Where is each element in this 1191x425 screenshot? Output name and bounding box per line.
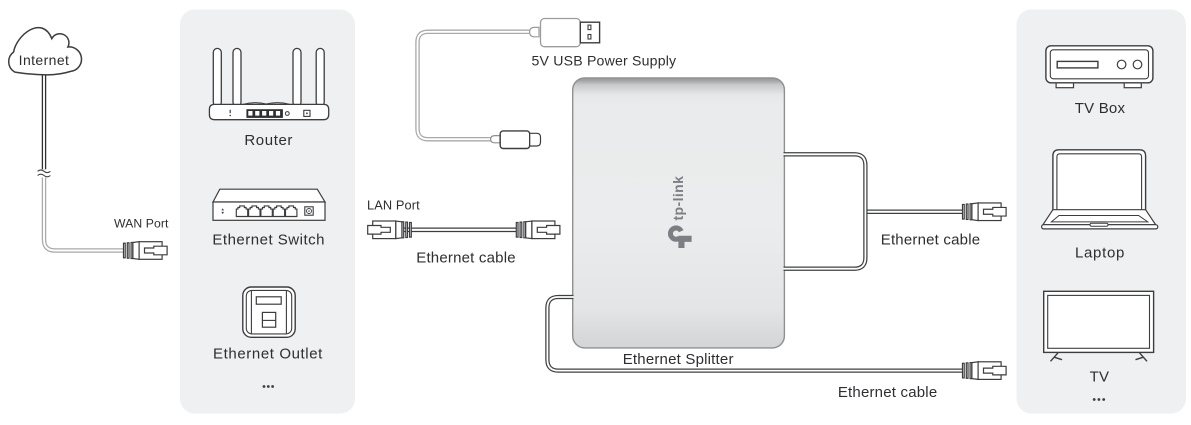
svg-text:WAN Port: WAN Port <box>114 217 169 231</box>
svg-text:Ethernet cable: Ethernet cable <box>838 384 938 401</box>
svg-text:Ethernet Outlet: Ethernet Outlet <box>213 345 323 362</box>
svg-text:Ethernet Splitter: Ethernet Splitter <box>623 351 734 368</box>
svg-text:Ethernet Switch: Ethernet Switch <box>212 231 325 248</box>
svg-text:Ethernet cable: Ethernet cable <box>416 250 516 267</box>
svg-text:5V USB Power Supply: 5V USB Power Supply <box>532 53 678 69</box>
svg-text:Router: Router <box>244 132 293 149</box>
svg-text:tp-link: tp-link <box>670 176 686 221</box>
svg-text:TV: TV <box>1090 368 1110 385</box>
svg-text:Ethernet cable: Ethernet cable <box>881 231 981 248</box>
svg-text:TV Box: TV Box <box>1075 100 1126 117</box>
svg-text:Laptop: Laptop <box>1075 245 1125 262</box>
svg-text:Internet: Internet <box>19 52 70 68</box>
svg-text:LAN Port: LAN Port <box>367 198 420 213</box>
